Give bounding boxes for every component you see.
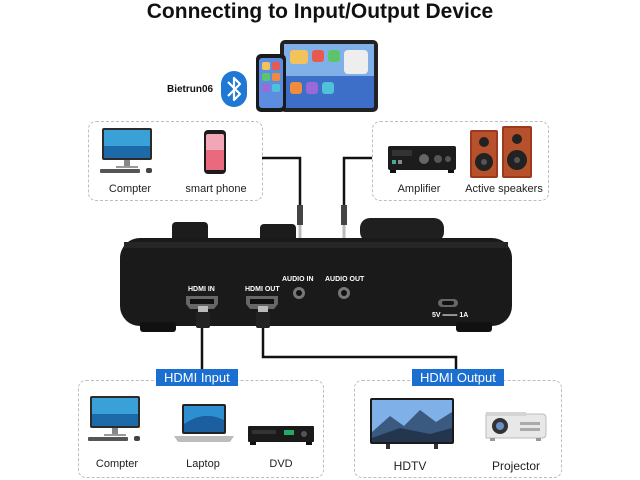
device-label: HDTV — [393, 459, 427, 473]
desktop-computer-icon — [100, 128, 156, 174]
hdmi-in-port — [186, 296, 218, 310]
audio-in-label: AUDIO IN — [282, 276, 314, 283]
page-title: Connecting to Input/Output Device — [146, 0, 494, 23]
hdmi-output-badge: HDMI Output — [412, 369, 504, 386]
karaoke-device — [120, 218, 512, 336]
bluetooth-device-name: Bietrun06 — [167, 84, 214, 95]
projector-icon — [484, 408, 548, 442]
speakers-icon — [470, 126, 534, 180]
bluetooth-icon — [220, 70, 248, 108]
device-label: Laptop — [186, 458, 220, 470]
device-label: Active speakers — [465, 183, 543, 195]
audio-out-jack — [337, 286, 351, 300]
hdmi-out-label: HDMI OUT — [245, 286, 280, 293]
device-label: DVD — [269, 458, 293, 470]
amplifier-icon — [388, 144, 458, 174]
device-label: smart phone — [185, 183, 247, 195]
power-label: 5V ═══ 1A — [432, 312, 469, 319]
audio-out-label: AUDIO OUT — [325, 276, 365, 283]
dvd-player-icon — [248, 424, 314, 446]
usb-power-port — [438, 299, 458, 307]
device-label: Compter — [108, 183, 152, 195]
tv-icon — [370, 398, 454, 450]
smartphone-icon — [204, 130, 226, 174]
hdmi-plug-icon — [256, 306, 270, 328]
hdmi-out-port — [246, 296, 278, 310]
hdmi-in-label: HDMI IN — [188, 286, 215, 293]
desktop-computer-icon — [88, 396, 144, 442]
device-label: Amplifier — [397, 183, 441, 195]
device-label: Compter — [95, 458, 139, 470]
hdmi-input-badge: HDMI Input — [156, 369, 238, 386]
phone-tablet-icon — [256, 40, 380, 116]
audio-in-jack — [292, 286, 306, 300]
hdmi-plug-icon — [196, 306, 210, 328]
device-label: Projector — [491, 459, 541, 473]
laptop-icon — [174, 404, 234, 444]
